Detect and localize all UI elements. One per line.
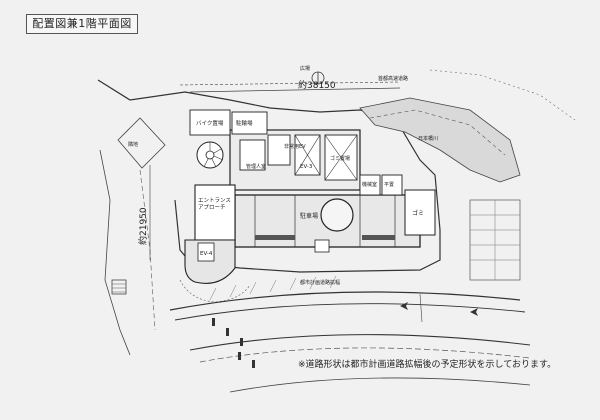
label-entrance: エントランスアプローチ (198, 197, 231, 211)
drawing-title: 配置図兼1階平面図 (26, 14, 138, 34)
label-small-room: 管理人室 (246, 163, 266, 170)
label-bike: バイク置場 (196, 119, 224, 127)
dimension-top: 約38150 (298, 79, 336, 91)
drawing-note: ※道路形状は都市計画道路拡幅後の予定形状を示しております。 (298, 360, 557, 370)
road-edge-outer (169, 291, 521, 311)
neighbor-diamond (117, 117, 166, 169)
label-ev4: EV-4 (200, 251, 213, 257)
label-gomi-small: ゴミ (412, 209, 424, 217)
label-garbage: ゴミ置場 (330, 155, 350, 162)
dimension-left: 約21950 (137, 207, 149, 245)
label-road-upper: 首都高速道路 (378, 75, 408, 82)
entrance-approach (194, 184, 236, 241)
road-edge-inner (174, 303, 526, 321)
top-dimension-line (189, 87, 401, 93)
label-river: 日本橋川 (418, 135, 438, 142)
label-plaza: 広場 (300, 65, 310, 72)
label-bicycle: 駐輪場 (236, 119, 253, 127)
upper-road-band (359, 97, 521, 183)
label-neighbor: 隣地 (128, 141, 138, 148)
label-ev3: EV-3 (300, 164, 313, 170)
label-mech: 機械室 (362, 181, 377, 188)
label-road-name: 都市計画道路拡幅 (300, 279, 340, 286)
label-emergency-ev: 非常用EV (284, 143, 306, 150)
ev4-block (184, 239, 236, 284)
label-flat: 平置 (384, 182, 394, 188)
turntable (320, 198, 354, 232)
label-parking: 駐車場 (300, 212, 318, 220)
